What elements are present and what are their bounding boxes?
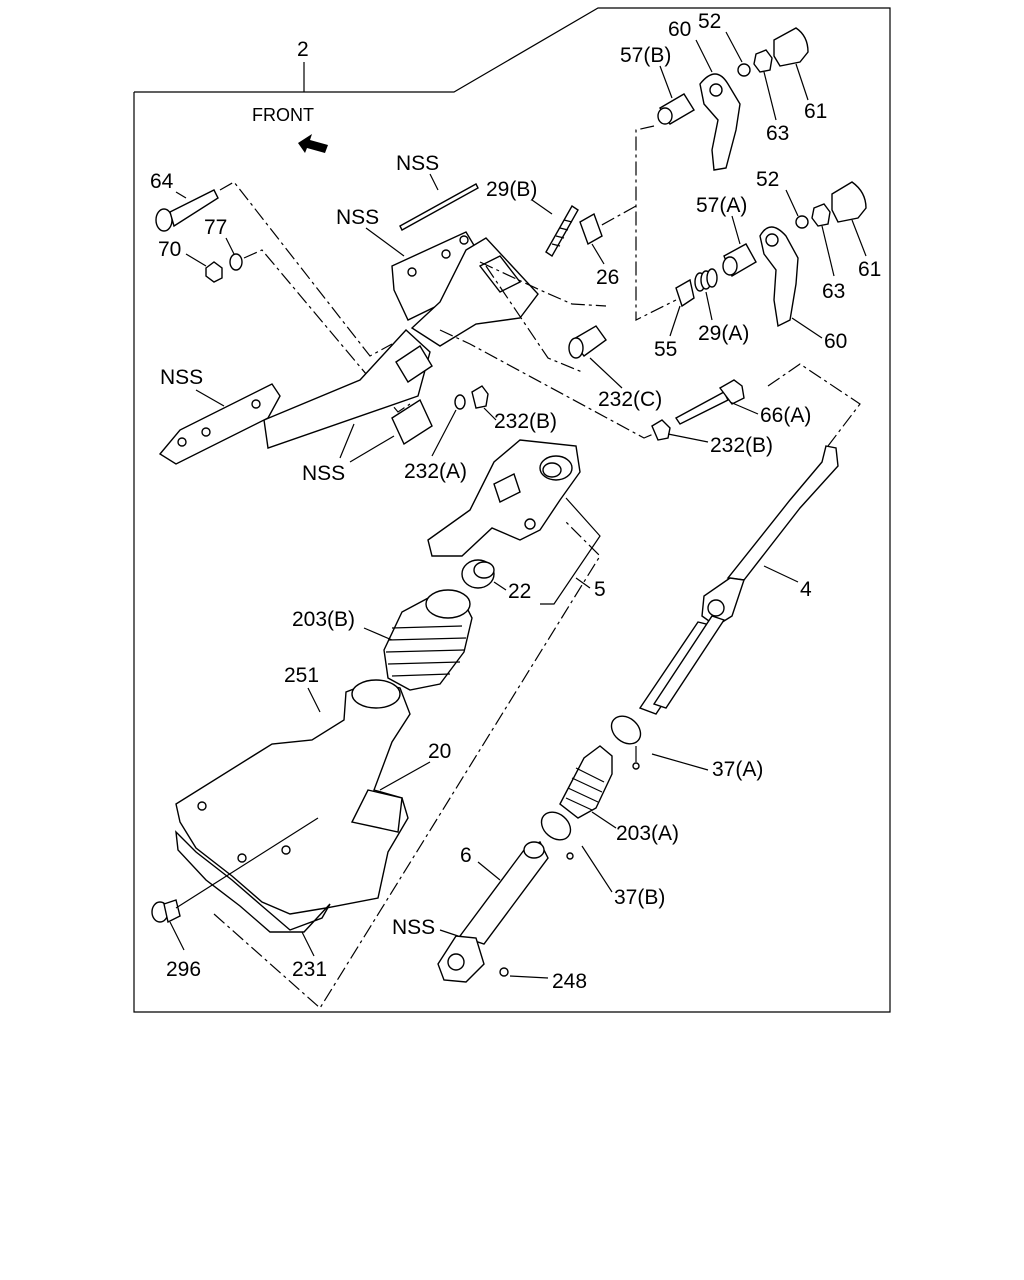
front-label: FRONT [252,105,314,125]
callout-nss-arm: NSS [302,462,345,485]
diagram-frame [133,7,891,1013]
callout-nss-yoke: NSS [392,916,435,939]
callout-251: 251 [284,664,319,687]
nut-63-upper [753,49,773,73]
callout-232b-upper: 232(B) [494,410,557,433]
lever-60-lower [759,226,799,328]
callout-5: 5 [594,578,606,601]
callout-nss-bracket: NSS [336,206,379,229]
callout-55: 55 [654,338,677,361]
nut-232a [454,394,466,410]
cover-251 [175,679,411,915]
callout-77: 77 [204,216,227,239]
boot-203a [559,745,613,819]
screw-296 [151,899,181,924]
callout-nss-left: NSS [160,366,203,389]
callout-61-upper: 61 [804,100,827,123]
callout-232b-lower: 232(B) [710,434,773,457]
nut-232b-lower [651,419,671,441]
bracket-arm-nss [263,329,431,449]
callout-26: 26 [596,266,619,289]
callout-296: 296 [166,958,201,981]
nut-232b-upper [471,385,489,409]
callout-2: 2 [297,38,309,61]
lever-60-upper [699,73,741,171]
callout-70: 70 [158,238,181,261]
washer-52-lower [795,215,809,229]
callout-61-lower: 61 [858,258,881,281]
callout-231: 231 [292,958,327,981]
bush-22 [461,559,495,589]
callout-203b: 203(B) [292,608,355,631]
upper-bracket-nss [391,231,539,347]
callout-6: 6 [460,844,472,867]
clip-55 [675,278,695,308]
washer-77 [229,253,243,271]
leader-bracket-levers [635,125,677,321]
callout-63-lower: 63 [822,280,845,303]
bushing-57a [722,243,757,278]
gasket-231 [175,830,331,933]
callout-63-upper: 63 [766,122,789,145]
spring-29a [694,268,718,292]
callout-22: 22 [508,580,531,603]
nut-70 [205,261,223,283]
callout-29a: 29(A) [698,322,749,345]
spring-29b [545,204,579,258]
bracket-plate-nss [391,398,433,446]
clamp-37a [610,715,642,745]
callout-52-lower: 52 [756,168,779,191]
callout-52-upper: 52 [698,10,721,33]
cap-61-upper [773,27,809,67]
callout-37a: 37(A) [712,758,763,781]
callout-232a: 232(A) [404,460,467,483]
callout-203a: 203(A) [616,822,679,845]
callout-66a: 66(A) [760,404,811,427]
shaft-6 [437,841,549,983]
shaft-4 [638,445,839,715]
callout-57a: 57(A) [696,194,747,217]
pin-nss [399,183,479,231]
callout-20: 20 [428,740,451,763]
bushing-57b [657,93,695,125]
bolt-66a [674,379,745,425]
bushing-232c [568,325,607,359]
callout-57b: 57(B) [620,44,671,67]
callout-248: 248 [552,970,587,993]
cap-61-lower [831,181,867,223]
nut-63-lower [811,203,831,227]
callout-nss-pin: NSS [396,152,439,175]
callout-4: 4 [800,578,812,601]
washer-52-upper [737,63,751,77]
boot-203b [383,589,473,691]
callout-60-upper: 60 [668,18,691,41]
housing-5 [427,439,581,557]
callout-37b: 37(B) [614,886,665,909]
clip-26 [579,212,603,246]
left-plate-nss [158,383,281,465]
callout-60-lower: 60 [824,330,847,353]
front-arrow-icon [298,134,328,153]
bolt-64 [155,189,219,232]
callout-29b: 29(B) [486,178,537,201]
callout-232c: 232(C) [598,388,662,411]
clamp-37b [540,811,572,841]
callout-64: 64 [150,170,174,193]
